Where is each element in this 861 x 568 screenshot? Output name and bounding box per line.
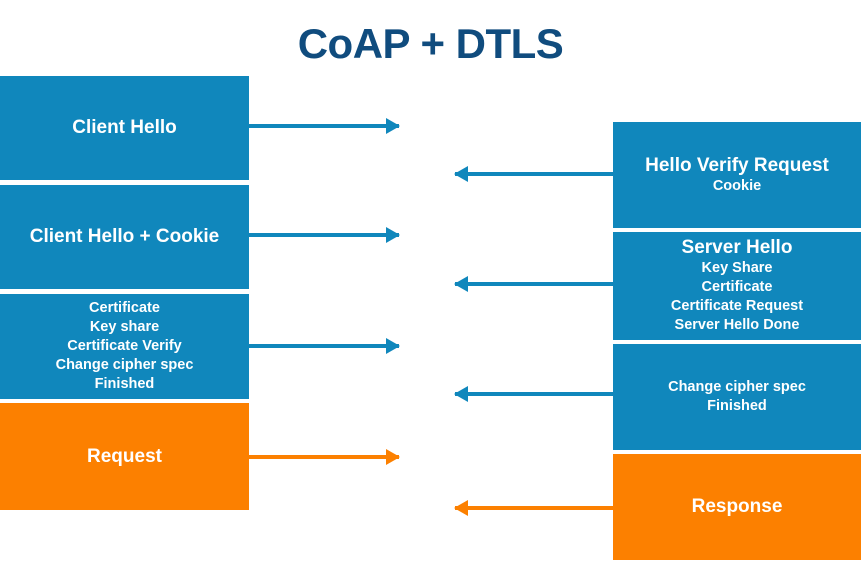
message-detail-line: Key Share [701, 259, 773, 276]
message-detail-line: Certificate [701, 278, 773, 295]
arrow-head-right-icon [386, 338, 400, 354]
client-message-box-client-hello-cookie: Client Hello + Cookie [0, 185, 249, 289]
message-detail-line: Certificate Request [670, 297, 804, 314]
message-title: Client Hello [72, 117, 177, 139]
arrow-shaft [249, 344, 399, 348]
client-message-box-certificate-flight: Certificate Key share Certificate Verify… [0, 294, 249, 399]
message-title: Client Hello + Cookie [29, 226, 220, 248]
message-detail-line: Certificate Verify [67, 337, 182, 354]
client-message-box-request: Request [0, 403, 249, 510]
server-message-box-change-cipher-spec: Change cipher spec Finished [613, 344, 861, 450]
message-detail-line: Change cipher spec [668, 378, 806, 395]
message-detail-line: Certificate [89, 299, 160, 316]
message-detail-list: Change cipher spec Finished [668, 378, 806, 416]
server-message-box-hello-verify-request: Hello Verify Request Cookie [613, 122, 861, 228]
arrow-head-left-icon [454, 276, 468, 292]
message-detail-line: Change cipher spec [55, 357, 194, 374]
arrow-shaft [249, 124, 399, 128]
client-message-box-client-hello: Client Hello [0, 76, 249, 180]
message-title: Hello Verify Request [645, 154, 829, 176]
arrow-head-right-icon [386, 449, 400, 465]
arrow-head-left-icon [454, 500, 468, 516]
message-detail-line: Cookie [712, 177, 762, 194]
arrow-shaft [455, 506, 613, 510]
message-detail-line: Finished [707, 398, 767, 414]
message-title: Response [691, 496, 783, 518]
arrow-shaft [455, 282, 613, 286]
arrow-shaft [455, 172, 613, 176]
server-message-box-response: Response [613, 454, 861, 560]
message-detail-list: Key Share Certificate Certificate Reques… [671, 259, 803, 336]
page-title: CoAP + DTLS [297, 20, 564, 67]
message-detail-line: Key share [89, 318, 160, 335]
arrow-shaft [249, 233, 399, 237]
message-detail-line: Server Hello Done [674, 317, 800, 334]
message-title: Server Hello [681, 236, 793, 258]
message-detail-list: Certificate Key share Certificate Verify… [56, 299, 194, 395]
arrow-head-right-icon [386, 118, 400, 134]
arrow-shaft [455, 392, 613, 396]
arrow-head-left-icon [454, 166, 468, 182]
arrow-head-right-icon [386, 227, 400, 243]
arrow-shaft [249, 455, 399, 459]
server-message-box-server-hello: Server Hello Key Share Certificate Certi… [613, 232, 861, 340]
message-detail-line: Finished [94, 376, 155, 393]
arrow-head-left-icon [454, 386, 468, 402]
message-title: Request [87, 445, 162, 467]
